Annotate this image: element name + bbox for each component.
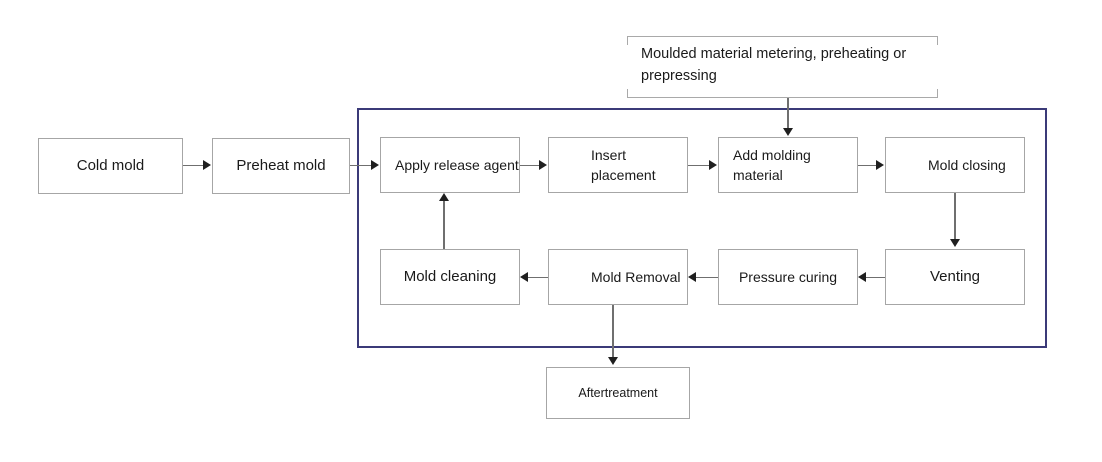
- node-apply-release-agent-label: Apply release agent: [395, 156, 519, 173]
- note-corner-top-right: [936, 36, 938, 45]
- node-insert-placement[interactable]: Insert placement: [548, 137, 688, 193]
- edge-pressure-curing-to-mold-removal: [692, 277, 719, 279]
- arrowhead-mold-closing-to-venting: [950, 239, 960, 247]
- node-add-molding-material[interactable]: Add molding material: [718, 137, 858, 193]
- arrowhead-add-molding-material-to-mold-closing: [876, 160, 884, 170]
- node-venting[interactable]: Venting: [885, 249, 1025, 305]
- node-aftertreatment[interactable]: Aftertreatment: [546, 367, 690, 419]
- edge-note-to-add-molding-material: [787, 98, 789, 130]
- node-mold-removal[interactable]: Mold Removal: [548, 249, 688, 305]
- note-bottom-edge: [627, 96, 938, 98]
- edge-cold-mold-to-preheat-mold: [183, 165, 205, 167]
- note-corner-top-left: [627, 36, 629, 45]
- arrowhead-mold-removal-to-mold-cleaning: [520, 272, 528, 282]
- node-venting-label: Venting: [929, 268, 981, 286]
- arrowhead-mold-removal-to-aftertreatment: [608, 357, 618, 365]
- edge-mold-removal-to-mold-cleaning: [524, 277, 550, 279]
- node-mold-closing-label: Mold closing: [928, 156, 1006, 173]
- node-add-molding-material-label: Add molding material: [733, 146, 811, 183]
- arrowhead-mold-cleaning-to-apply-release-agent: [439, 193, 449, 201]
- edge-mold-closing-to-venting: [954, 193, 956, 241]
- node-pressure-curing[interactable]: Pressure curing: [718, 249, 858, 305]
- arrowhead-note-to-add-molding-material: [783, 128, 793, 136]
- node-mold-cleaning-label: Mold cleaning: [403, 268, 497, 286]
- node-insert-placement-label: Insert placement: [591, 146, 656, 183]
- edge-add-molding-material-to-mold-closing: [858, 165, 880, 167]
- arrowhead-insert-placement-to-add-molding-material: [709, 160, 717, 170]
- note-top-edge: [627, 36, 938, 38]
- arrowhead-preheat-mold-to-apply-release-agent: [371, 160, 379, 170]
- edge-mold-removal-to-aftertreatment: [612, 305, 614, 359]
- arrowhead-pressure-curing-to-mold-removal: [688, 272, 696, 282]
- node-mold-closing[interactable]: Mold closing: [885, 137, 1025, 193]
- node-mold-cleaning[interactable]: Mold cleaning: [380, 249, 520, 305]
- edge-preheat-mold-to-apply-release-agent: [350, 165, 374, 167]
- arrowhead-cold-mold-to-preheat-mold: [203, 160, 211, 170]
- node-aftertreatment-label: Aftertreatment: [578, 385, 658, 400]
- node-pressure-curing-label: Pressure curing: [738, 268, 838, 285]
- edge-apply-release-agent-to-insert-placement: [520, 165, 542, 167]
- edge-venting-to-pressure-curing: [862, 277, 887, 279]
- node-mold-removal-label: Mold Removal: [591, 268, 681, 285]
- edge-insert-placement-to-add-molding-material: [688, 165, 711, 167]
- note-label: Moulded material metering, preheating or…: [641, 46, 907, 85]
- note-moulded-material: Moulded material metering, preheating or…: [627, 36, 938, 98]
- node-cold-mold[interactable]: Cold mold: [38, 138, 183, 194]
- edge-mold-cleaning-to-apply-release-agent: [443, 200, 445, 250]
- arrowhead-apply-release-agent-to-insert-placement: [539, 160, 547, 170]
- process-cycle-container: [357, 108, 1047, 348]
- node-preheat-mold-label: Preheat mold: [236, 157, 326, 175]
- note-corner-bottom-left: [627, 89, 629, 98]
- note-corner-bottom-right: [936, 89, 938, 98]
- node-apply-release-agent[interactable]: Apply release agent: [380, 137, 520, 193]
- node-preheat-mold[interactable]: Preheat mold: [212, 138, 350, 194]
- arrowhead-venting-to-pressure-curing: [858, 272, 866, 282]
- node-cold-mold-label: Cold mold: [76, 157, 145, 175]
